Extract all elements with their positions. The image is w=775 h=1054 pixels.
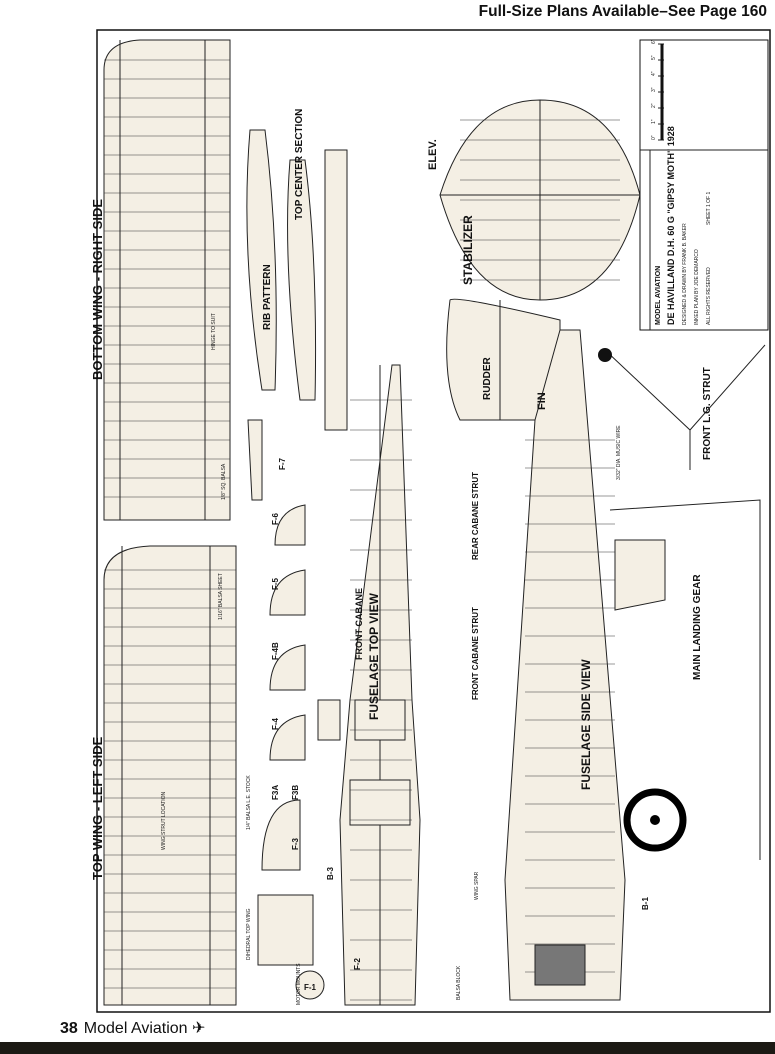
plan-labels: TOP WING - LEFT SIDE BOTTOM WING - RIGHT… <box>90 109 713 1005</box>
label-front-strut: FRONT L.G. STRUT <box>702 367 713 460</box>
page-footer: 38 Model Aviation ✈ <box>60 1018 205 1038</box>
plan-note: HINGE TO SUIT <box>211 313 217 350</box>
label-top-wing: TOP WING - LEFT SIDE <box>90 736 105 880</box>
label-front-cabane-strut: FRONT CABANE STRUT <box>471 607 480 700</box>
label-fin: FIN <box>536 392 548 410</box>
plan-border <box>96 29 771 1013</box>
landing-gear-drawing <box>598 344 766 860</box>
scale-tick-label: 0" <box>651 135 657 140</box>
label-stabilizer: STABILIZER <box>461 215 475 285</box>
former-label: F3A <box>271 785 280 800</box>
former-label: F-6 <box>271 512 280 525</box>
label-rib-pattern: RIB PATTERN <box>262 264 273 330</box>
former-label: F3B <box>291 785 300 800</box>
bottom-edge-bar <box>0 1042 775 1054</box>
scale-tick-label: 1" <box>651 119 657 124</box>
plan-note: 1/8" SQ. BALSA <box>221 463 227 500</box>
plan-note: 3/32" DIA. MUSIC WIRE <box>616 425 622 480</box>
scale-tick-label: 2" <box>651 103 657 108</box>
top-wing-drawing <box>103 545 237 1006</box>
former-label: F-4 <box>271 717 280 730</box>
former-label: F-2 <box>353 957 362 970</box>
rights-text: ALL RIGHTS RESERVED <box>706 267 712 325</box>
label-main-gear: MAIN LANDING GEAR <box>692 574 703 680</box>
fuselage-top-view-drawing <box>339 364 421 1006</box>
title-block: MODEL AVIATION DE HAVILLAND D.H. 60 G "G… <box>639 39 769 331</box>
page-number: 38 <box>60 1020 78 1037</box>
former-label: B-1 <box>641 897 650 910</box>
plan-note: WING STRUT LOCATION <box>161 791 167 850</box>
scale-tick-label: 5" <box>651 55 657 60</box>
scale-tick-label: 4" <box>651 71 657 76</box>
label-rear-cabane: REAR CABANE STRUT <box>471 472 480 560</box>
designer-credit: DESIGNED & DRAWN BY FRANK B. BAKER <box>682 223 688 325</box>
label-rudder: RUDDER <box>482 356 493 400</box>
sheet-number: SHEET 1 OF 1 <box>706 192 712 225</box>
inked-credit: INKED PLAN BY JOE DEMARCO <box>694 249 700 325</box>
scale-tick-label: 3" <box>651 87 657 92</box>
fuselage-side-view-drawing <box>504 329 626 1001</box>
publisher-name: MODEL AVIATION <box>655 266 662 325</box>
plan-note: MOTOR MOUNTS <box>296 963 302 1005</box>
former-label: B-3 <box>326 867 335 880</box>
scale-tick-label: 6" <box>651 39 657 44</box>
plan-note: BALSA BLOCK <box>456 965 462 1000</box>
stabilizer-drawing <box>439 99 641 301</box>
former-label: F-4B <box>271 642 280 660</box>
label-front-cabane: FRONT CABANE <box>354 588 364 660</box>
label-elevator: ELEV. <box>427 139 439 170</box>
label-fuselage-side: FUSELAGE SIDE VIEW <box>579 659 593 790</box>
label-top-center: TOP CENTER SECTION <box>294 109 305 220</box>
former-label: F-1 <box>304 983 317 992</box>
model-title: DE HAVILLAND D.H. 60 G "GIPSY MOTH" 1928 <box>666 126 676 325</box>
former-label: F-5 <box>271 577 280 590</box>
airplane-icon: ✈ <box>192 1020 206 1037</box>
formers-drawing <box>257 504 341 1000</box>
plan-note: 1/16" BALSA SHEET <box>218 573 224 620</box>
plan-note: DIHEDRAL TOP WING <box>246 908 252 960</box>
rib-pattern-drawing <box>246 129 348 501</box>
main-wheel <box>623 788 687 852</box>
rudder-fin-drawing <box>446 298 561 421</box>
former-label: F-7 <box>278 457 287 470</box>
label-fuselage-top: FUSELAGE TOP VIEW <box>367 592 381 720</box>
former-label: F-3 <box>291 837 300 850</box>
label-bottom-wing: BOTTOM WING - RIGHT SIDE <box>90 199 105 380</box>
magazine-name: Model Aviation <box>83 1020 188 1037</box>
plan-note: 1/4" BALSA L.E. STOCK <box>246 775 252 830</box>
plans-available-header: Full-Size Plans Available–See Page 160 <box>478 3 767 20</box>
tail-wheel <box>598 348 612 362</box>
bottom-wing-drawing <box>103 39 231 521</box>
plan-note: WING SPAR <box>474 871 480 900</box>
